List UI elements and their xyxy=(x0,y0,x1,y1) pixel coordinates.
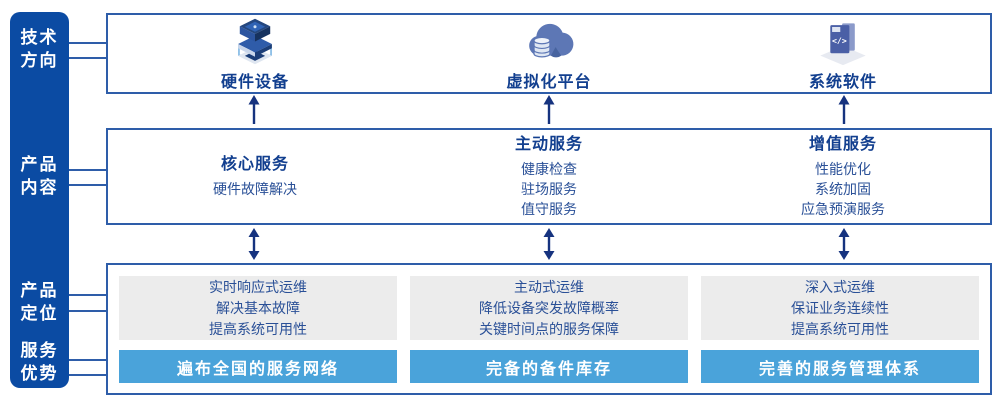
positioning-column-realtime: 实时响应式运维 解决基本故障 提高系统可用性 遍布全国的服务网络 xyxy=(119,276,397,383)
connector-line xyxy=(69,359,106,361)
tech-col-hardware: 硬件设备 xyxy=(108,15,402,92)
double-arrow-icon xyxy=(838,228,850,260)
positioning-column-in-depth: 深入式运维 保证业务连续性 提高系统可用性 完善的服务管理体系 xyxy=(701,276,979,383)
positioning-line: 降低设备突发故障概率 xyxy=(479,299,619,316)
service-item: 性能优化 xyxy=(815,161,871,177)
positioning-column-proactive: 主动式运维 降低设备突发故障概率 关键时间点的服务保障 完备的备件库存 xyxy=(410,276,688,383)
sidebar: 技术 方向 产品 内容 产品 定位 服务 优势 xyxy=(10,12,69,388)
double-arrow-icon xyxy=(543,228,555,260)
connector-line xyxy=(69,42,106,44)
positioning-line: 提高系统可用性 xyxy=(791,320,889,337)
positioning-line: 提高系统可用性 xyxy=(209,320,307,337)
product-content-box: 核心服务 硬件故障解决 主动服务 健康检查 驻场服务 值守服务 增值服务 性能优… xyxy=(106,128,992,225)
advantage-bar-spare-parts: 完备的备件库存 xyxy=(410,350,688,383)
code-window-icon: </> xyxy=(820,23,866,66)
up-arrow-icon xyxy=(543,95,555,124)
up-arrow-icon xyxy=(838,95,850,124)
up-arrow-icon xyxy=(248,95,260,124)
positioning-line: 关键时间点的服务保障 xyxy=(479,320,619,337)
service-column-active: 主动服务 健康检查 驻场服务 值守服务 xyxy=(402,130,696,223)
service-item: 驻场服务 xyxy=(521,181,577,197)
server-stack-icon xyxy=(238,18,272,65)
sidebar-item-product-positioning: 产品 定位 xyxy=(20,281,59,323)
service-item: 值守服务 xyxy=(521,201,577,217)
connector-line xyxy=(69,374,106,376)
positioning-line: 主动式运维 xyxy=(514,278,584,295)
tech-label-virtualization: 虚拟化平台 xyxy=(506,74,592,91)
tech-col-virtualization: 虚拟化平台 xyxy=(402,15,696,92)
cloud-database-icon xyxy=(529,23,574,58)
service-column-core: 核心服务 硬件故障解决 xyxy=(108,130,402,223)
tech-label-hardware: 硬件设备 xyxy=(220,74,289,91)
tech-col-system-software: </> 系统软件 xyxy=(696,15,990,92)
sidebar-item-service-advantage: 服务 优势 xyxy=(20,341,59,383)
connector-line xyxy=(69,169,106,171)
positioning-panel: 主动式运维 降低设备突发故障概率 关键时间点的服务保障 xyxy=(410,276,688,340)
sidebar-item-product-content: 产品 内容 xyxy=(20,155,59,197)
advantage-bar-service-management: 完善的服务管理体系 xyxy=(701,350,979,383)
service-column-value-added: 增值服务 性能优化 系统加固 应急预演服务 xyxy=(696,130,990,223)
service-item: 健康检查 xyxy=(521,161,577,177)
service-item: 系统加固 xyxy=(815,181,871,197)
positioning-line: 深入式运维 xyxy=(805,278,875,295)
product-positioning-box: 实时响应式运维 解决基本故障 提高系统可用性 遍布全国的服务网络 主动式运维 降… xyxy=(106,263,992,395)
svg-text:</>: </> xyxy=(832,35,847,45)
connector-line xyxy=(69,184,106,186)
tech-direction-box: 硬件设备 虚拟化平台 </> 系统软件 xyxy=(106,13,992,94)
connector-line xyxy=(69,310,106,312)
positioning-panel: 实时响应式运维 解决基本故障 提高系统可用性 xyxy=(119,276,397,340)
positioning-panel: 深入式运维 保证业务连续性 提高系统可用性 xyxy=(701,276,979,340)
tech-label-system-software: 系统软件 xyxy=(808,74,877,91)
service-item: 硬件故障解决 xyxy=(213,181,297,197)
positioning-line: 保证业务连续性 xyxy=(791,299,889,316)
service-title-value-added: 增值服务 xyxy=(808,136,877,153)
connector-line xyxy=(69,57,106,59)
service-title-core: 核心服务 xyxy=(220,156,289,173)
positioning-line: 实时响应式运维 xyxy=(209,278,307,295)
connector-line xyxy=(69,294,106,296)
double-arrow-icon xyxy=(248,228,260,260)
service-title-active: 主动服务 xyxy=(514,136,583,153)
service-item: 应急预演服务 xyxy=(801,201,885,217)
positioning-line: 解决基本故障 xyxy=(216,299,300,316)
advantage-bar-service-network: 遍布全国的服务网络 xyxy=(119,350,397,383)
sidebar-item-tech-direction: 技术 方向 xyxy=(20,28,59,70)
